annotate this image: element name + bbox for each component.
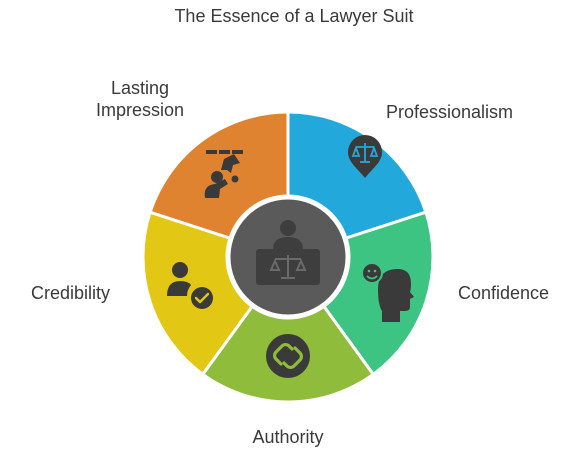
label-authority: Authority bbox=[252, 427, 324, 447]
label-lasting-impression: Lasting Impression bbox=[85, 77, 195, 121]
interlinked-chain-icon bbox=[266, 334, 310, 378]
lawyer-at-podium-icon bbox=[256, 220, 320, 285]
label-lasting-line-1: Lasting bbox=[110, 78, 170, 98]
label-lasting-line-2: Impression bbox=[95, 100, 185, 120]
scales-pin-icon bbox=[348, 135, 382, 178]
smiling-head-icon bbox=[361, 262, 414, 322]
diagram-title: The Essence of a Lawyer Suit bbox=[174, 6, 414, 26]
label-professionalism: Professionalism bbox=[386, 102, 514, 122]
label-credibility: Credibility bbox=[31, 283, 111, 303]
label-confidence: Confidence bbox=[458, 283, 550, 303]
user-check-icon bbox=[167, 262, 213, 309]
person-shouting-icon bbox=[204, 150, 243, 198]
